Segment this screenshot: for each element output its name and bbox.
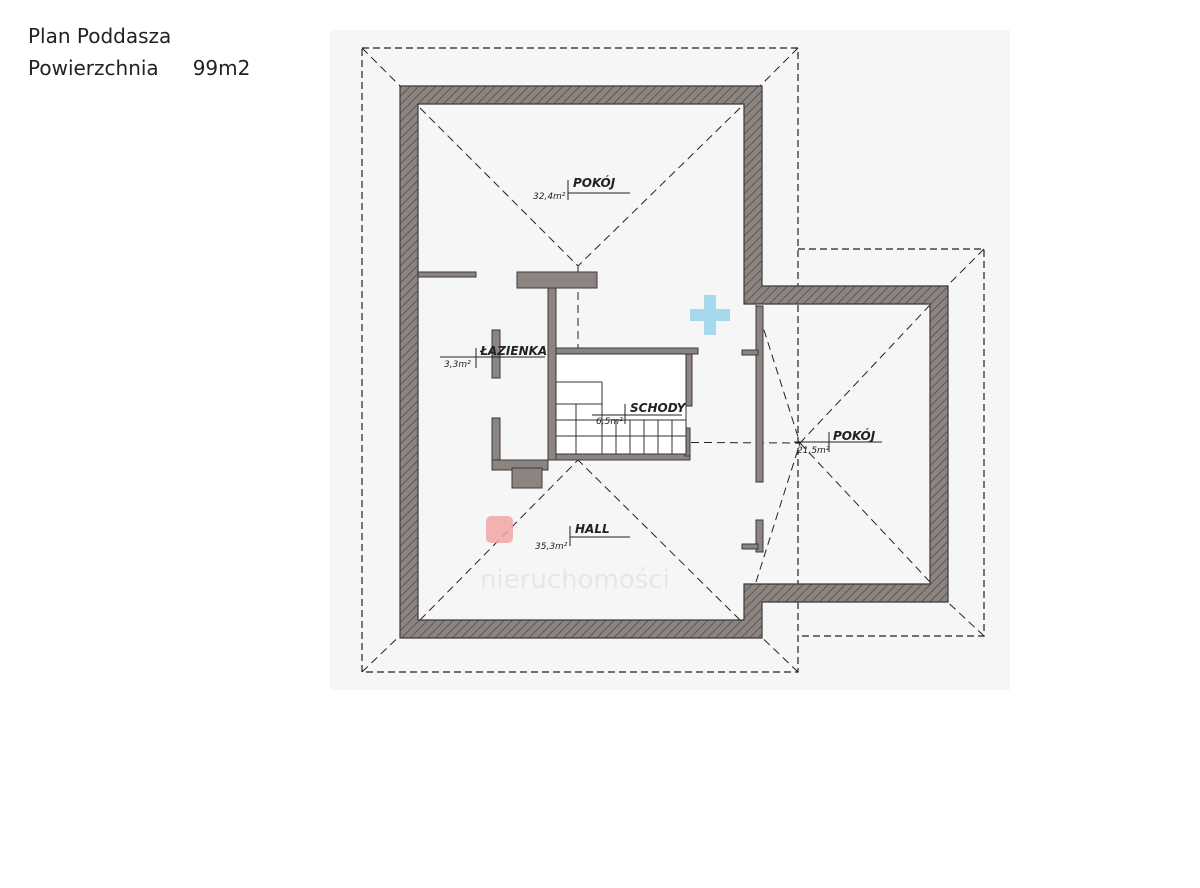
staircase: [555, 353, 687, 455]
floor-plan: nieruchomości POKÓJ 32,4m² ŁAZIENKA 3,3m…: [330, 30, 1010, 690]
floor-plan-drawing: nieruchomości POKÓJ 32,4m² ŁAZIENKA 3,3m…: [361, 47, 985, 673]
area-label: Powierzchnia: [28, 56, 159, 80]
room-name: HALL: [575, 522, 610, 536]
area-value: 99m2: [192, 56, 251, 80]
area-row: Powierzchnia 99m2: [28, 52, 250, 84]
room-area: 32,4m²: [533, 192, 566, 202]
room-hall: HALL 35,3m²: [535, 522, 630, 552]
square-marker-icon: [486, 516, 513, 543]
room-pokoj-top: POKÓJ 32,4m²: [533, 175, 630, 202]
room-area: 3,3m²: [444, 360, 471, 370]
room-schody: SCHODY 6,5m²: [592, 401, 687, 427]
room-area: 21,5m²: [797, 446, 830, 456]
room-name: ŁAZIENKA: [479, 344, 547, 358]
room-pokoj-right: POKÓJ 21,5m²: [794, 428, 882, 456]
watermark-text: nieruchomości: [480, 565, 670, 595]
room-name: POKÓJ: [833, 428, 876, 443]
room-area: 6,5m²: [596, 417, 623, 427]
plan-title: Plan Poddasza: [28, 24, 172, 48]
interior-walls: [417, 271, 764, 553]
plan-header: Plan Poddasza Powierzchnia 99m2: [28, 20, 250, 84]
room-area: 35,3m²: [535, 542, 568, 552]
plus-marker-icon: [690, 295, 730, 335]
exterior-walls: [399, 85, 949, 639]
room-name: SCHODY: [630, 401, 687, 415]
room-name: POKÓJ: [573, 175, 616, 190]
room-lazienka: ŁAZIENKA 3,3m²: [440, 344, 547, 370]
